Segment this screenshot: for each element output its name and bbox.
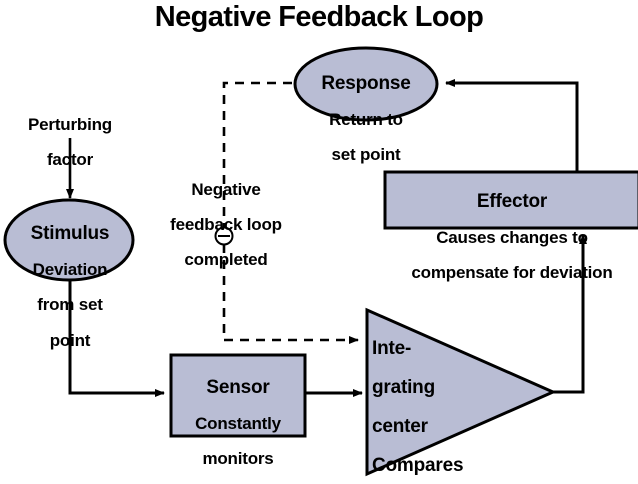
circled-minus-icon — [214, 226, 234, 246]
node-integrating-center-triangle[interactable] — [365, 307, 557, 477]
nfl-line-3: completed — [184, 250, 268, 270]
label-stimulus: Stimulus Deviation from set point — [9, 206, 131, 367]
edge-stimulus-to-sensor — [68, 280, 165, 397]
effector-line-2: Causes changes to — [436, 228, 588, 248]
label-effector: Effector Causes changes to compensate fo… — [387, 174, 637, 300]
response-line-1: Response — [321, 72, 411, 94]
effector-line-1: Effector — [476, 190, 548, 212]
perturbing-line-2: factor — [46, 150, 94, 170]
response-line-2: Return to — [329, 110, 403, 130]
nfl-line-2: feedback loop — [170, 215, 282, 235]
sensor-line-2: Constantly — [195, 414, 281, 434]
node-stimulus-ellipse[interactable] — [3, 198, 135, 282]
integrating-line-3: center — [372, 415, 428, 437]
node-effector-rect[interactable] — [383, 170, 638, 230]
page-title: Negative Feedback Loop — [154, 1, 484, 33]
integrating-line-2: grating — [372, 377, 435, 399]
edge-response-feedback-dashed — [222, 81, 292, 227]
integrating-line-4: Compares — [372, 454, 464, 476]
edge-integrating-center-to-effector — [553, 234, 587, 394]
stimulus-line-1: Stimulus — [30, 222, 110, 244]
sensor-line-1: Sensor — [206, 376, 270, 398]
edge-effector-to-response — [445, 79, 579, 172]
label-response: Response Return to set point — [300, 56, 432, 182]
stimulus-line-3: from set — [37, 295, 103, 315]
perturbing-line-1: Perturbing — [28, 114, 112, 134]
integrating-line-1: Inte- — [372, 338, 412, 360]
stimulus-line-2: Deviation — [32, 260, 108, 280]
sensor-line-3: monitors — [202, 449, 274, 469]
label-perturbing-factor: Perturbing factor — [4, 98, 136, 186]
label-integrating-center: Inte- grating center Compares conditions… — [372, 320, 532, 484]
response-line-3: set point — [331, 145, 401, 165]
label-negative-feedback-loop-completed: Negative feedback loop completed — [152, 163, 300, 287]
edge-response-feedback-dashed-lower — [222, 244, 359, 344]
nfl-line-1: Negative — [191, 179, 261, 199]
node-sensor-rect[interactable] — [169, 353, 307, 438]
label-sensor: Sensor Constantly monitors conditions — [173, 360, 303, 484]
node-response-ellipse[interactable] — [293, 46, 439, 122]
effector-line-3: compensate for deviation — [411, 263, 613, 283]
stimulus-line-4: point — [49, 330, 91, 350]
